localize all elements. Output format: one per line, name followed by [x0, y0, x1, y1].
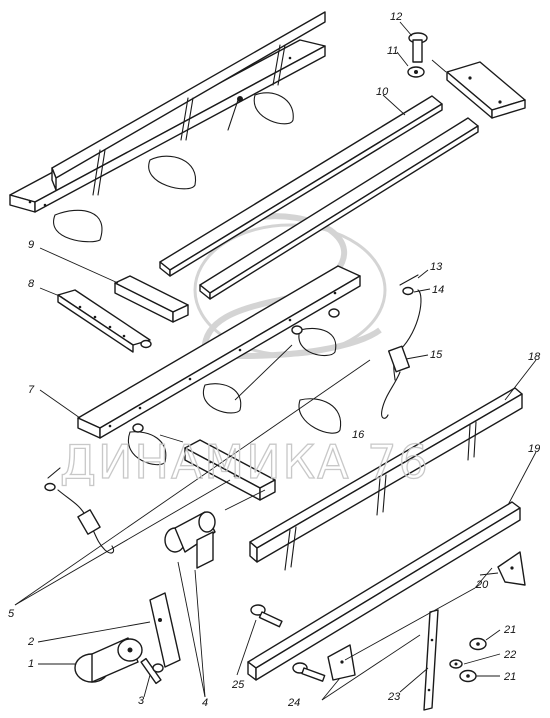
washer-22	[449, 659, 463, 669]
callout-labels: 1 2 3 4 5 7 8 9 10 11 12 13 14 15 16 18 …	[8, 11, 541, 709]
cap-1	[74, 637, 143, 683]
rail-8	[57, 289, 152, 353]
nut-11	[407, 66, 425, 78]
callout-1: 1	[28, 658, 34, 670]
callout-3: 3	[138, 695, 145, 707]
bench-seat-7	[77, 265, 361, 466]
callout-13: 13	[430, 261, 443, 273]
callout-5: 5	[8, 608, 15, 620]
callout-21-upper: 21	[503, 624, 516, 636]
callout-14: 14	[432, 284, 444, 296]
callout-15: 15	[430, 349, 443, 361]
callout-8: 8	[28, 278, 35, 290]
callout-4: 4	[202, 697, 208, 709]
callout-11: 11	[387, 45, 398, 57]
callout-25: 25	[231, 679, 245, 691]
gusset-plate-20	[327, 551, 526, 681]
pin-3	[140, 657, 164, 685]
bench-assembly-top	[9, 11, 326, 243]
callout-21-lower: 21	[503, 671, 516, 683]
bracket-plate-top	[431, 59, 526, 119]
callout-10: 10	[376, 86, 389, 98]
callout-16: 16	[352, 429, 365, 441]
plate-9	[114, 275, 189, 323]
nut-21-upper	[469, 637, 487, 651]
bolt-12	[408, 32, 428, 63]
callout-19: 19	[528, 443, 540, 455]
callout-18: 18	[528, 351, 541, 363]
callout-12: 12	[390, 11, 402, 23]
callout-24: 24	[287, 697, 300, 709]
hinge-sleeve-4	[164, 489, 266, 569]
callout-2: 2	[27, 636, 34, 648]
watermark-text: ДИНАМИКА 76	[60, 435, 430, 489]
strap-23	[423, 609, 439, 711]
side-board-18	[249, 387, 523, 571]
board-10	[159, 95, 479, 300]
spring-hook-left	[44, 467, 115, 554]
callout-20: 20	[475, 579, 489, 591]
board-19	[247, 501, 521, 681]
callout-7: 7	[28, 384, 35, 396]
tensioner-15	[381, 274, 422, 419]
callout-23: 23	[387, 691, 401, 703]
bracket-2	[149, 592, 181, 668]
bolt-25	[250, 604, 283, 628]
nut-21-lower	[459, 669, 477, 683]
bolt-24	[292, 662, 326, 682]
side-rail-16	[159, 434, 276, 501]
callout-9: 9	[28, 239, 34, 251]
callout-22: 22	[503, 649, 516, 661]
leader-lines	[14, 21, 537, 701]
